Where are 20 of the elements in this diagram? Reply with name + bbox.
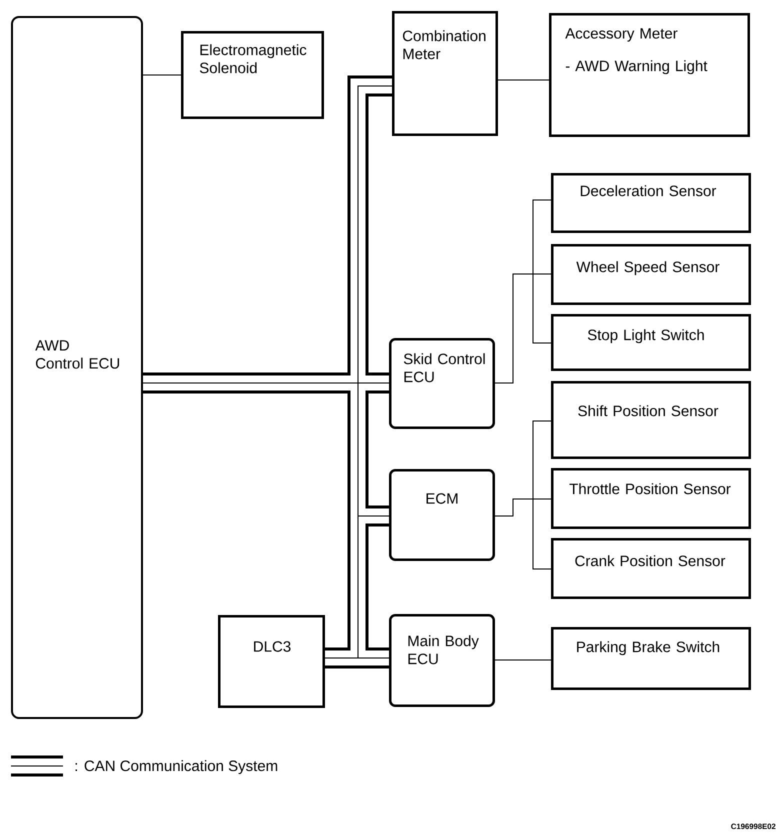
component-box: DLC3: [218, 615, 325, 708]
control-unit-box: AWD Control ECU: [11, 16, 143, 719]
control-unit-box: Skid Control ECU: [389, 338, 495, 429]
control-unit-box: ECM: [389, 469, 495, 561]
component-box: Accessory Meter - AWD Warning Light: [549, 13, 750, 137]
connector-line: [142, 74, 182, 76]
component-box: Crank Position Sensor: [551, 538, 751, 599]
component-box: Deceleration Sensor: [551, 173, 751, 233]
component-box: Parking Brake Switch: [551, 627, 751, 690]
control-unit-box: Main Body ECU: [389, 614, 495, 707]
connector-line: [494, 420, 552, 570]
legend-text: : CAN Communication System: [76, 760, 278, 774]
component-box: Electromagnetic Solenoid: [181, 31, 324, 119]
connector-line: [494, 200, 552, 384]
component-box: Wheel Speed Sensor: [551, 244, 751, 305]
bus-line: [143, 76, 392, 668]
component-box: Stop Light Switch: [551, 314, 751, 371]
component-box: Shift Position Sensor: [551, 381, 751, 459]
component-box: Combination Meter: [392, 11, 498, 136]
component-box: Throttle Position Sensor: [551, 468, 751, 529]
